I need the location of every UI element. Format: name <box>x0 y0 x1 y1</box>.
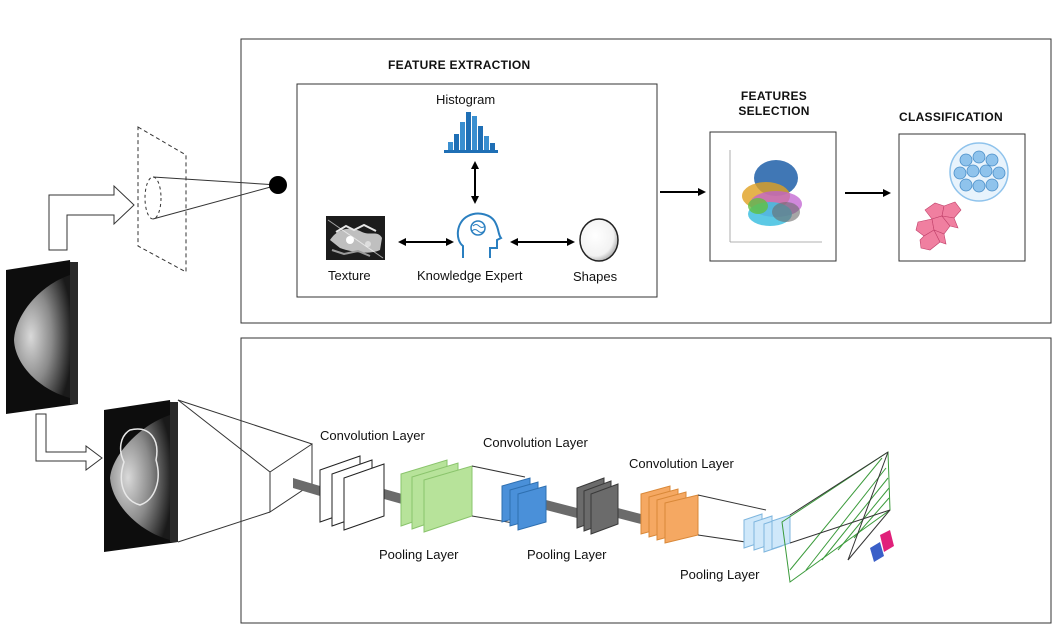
histogram-label: Histogram <box>436 92 496 107</box>
mammogram-roi-image <box>104 400 178 552</box>
pool-layer-2-maps <box>576 477 619 535</box>
cnn-pipeline-panel <box>240 337 1052 624</box>
conv-layer-2-maps <box>501 477 547 531</box>
pool-layer-1-label: Pooling Layer <box>379 547 459 562</box>
mammogram-image <box>6 260 78 414</box>
pool-layer-2-label: Pooling Layer <box>527 547 607 562</box>
conv-layer-3-maps <box>640 485 699 544</box>
output-layer <box>870 530 894 562</box>
roi-projection <box>137 126 287 273</box>
scatter-plot-image <box>729 150 822 243</box>
pool-layer-3-maps <box>743 513 791 553</box>
shapes-label: Shapes <box>573 269 618 284</box>
connector-bar-1 <box>293 478 320 496</box>
texture-image <box>326 216 385 260</box>
conv-layer-1-maps <box>319 455 385 531</box>
conv-layer-2-label: Convolution Layer <box>483 435 588 450</box>
knowledge-expert-icon <box>456 212 503 258</box>
connector-bar-3 <box>546 500 577 518</box>
classification-title: CLASSIFICATION <box>899 110 1003 124</box>
hollow-arrow-up <box>48 184 135 251</box>
fc-projection <box>789 451 891 561</box>
fully-connected-layer <box>781 451 891 583</box>
conv-layer-3-label: Convolution Layer <box>629 456 734 471</box>
features-selection-title-line1: FEATURES <box>740 89 808 103</box>
knowledge-expert-label: Knowledge Expert <box>417 268 523 283</box>
pool-layer-3-label: Pooling Layer <box>680 567 760 582</box>
hollow-arrow-down <box>35 413 103 471</box>
features-selection-title-line2: SELECTION <box>738 104 810 118</box>
shapes-sphere-icon <box>579 218 619 262</box>
histogram-icon <box>444 112 498 153</box>
feature-extraction-box <box>296 83 658 298</box>
conv-layer-1-label: Convolution Layer <box>320 428 425 443</box>
feature-extraction-title: FEATURE EXTRACTION <box>388 58 531 72</box>
blue-cell-cluster-icon <box>949 142 1009 202</box>
pink-cell-cluster-icon <box>915 201 962 251</box>
texture-label: Texture <box>328 268 371 283</box>
features-selection-title: FEATURES SELECTION <box>732 89 816 119</box>
input-volume <box>177 399 313 543</box>
feature-pipeline-panel <box>240 38 1052 324</box>
pool-layer-1-maps <box>400 459 473 533</box>
